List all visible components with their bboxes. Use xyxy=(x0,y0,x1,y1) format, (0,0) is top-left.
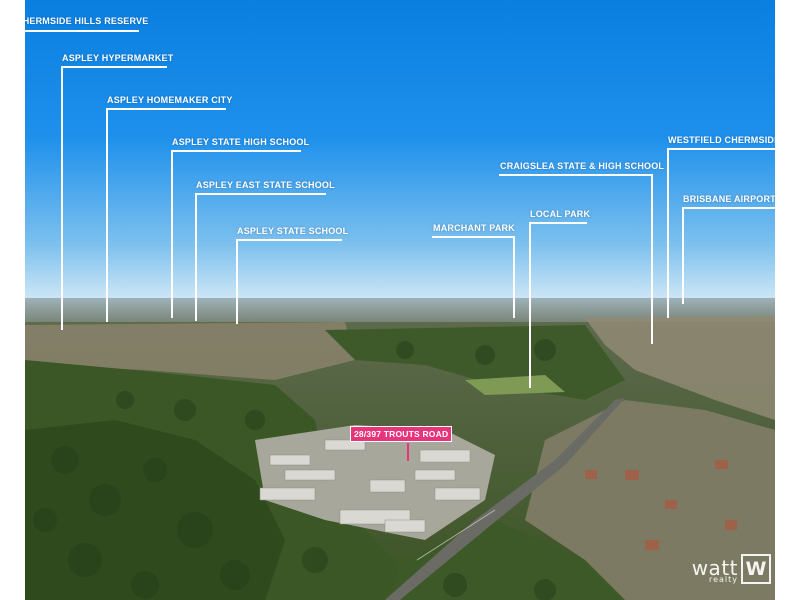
leader-aspley-hypermarket-v xyxy=(61,66,63,330)
label-aspley-state-school: ASPLEY STATE SCHOOL xyxy=(237,226,349,236)
label-marchant-park: MARCHANT PARK xyxy=(433,223,515,233)
leader-brisbane-airport-v xyxy=(682,207,684,304)
label-chermside-hills-reserve: CHERMSIDE HILLS RESERVE xyxy=(25,16,149,26)
leader-aspley-hypermarket-h xyxy=(61,66,167,68)
label-aspley-homemaker-city: ASPLEY HOMEMAKER CITY xyxy=(107,95,233,105)
label-aspley-state-high-school: ASPLEY STATE HIGH SCHOOL xyxy=(172,137,310,147)
label-local-park: LOCAL PARK xyxy=(530,209,591,219)
leader-aspley-east-state-school-v xyxy=(195,193,197,321)
label-brisbane-airport: BRISBANE AIRPORT xyxy=(683,194,775,204)
leader-aspley-homemaker-city-v xyxy=(106,108,108,322)
logo-wordmark: watt xyxy=(691,556,738,580)
leader-local-park-h xyxy=(529,222,587,224)
leader-aspley-state-school-h xyxy=(236,239,342,241)
leader-brisbane-airport-h xyxy=(682,207,775,209)
leader-aspley-state-high-school-h xyxy=(171,150,301,152)
leader-aspley-east-state-school-h xyxy=(195,193,326,195)
aerial-scene xyxy=(25,0,775,600)
label-aspley-east-state-school: ASPLEY EAST STATE SCHOOL xyxy=(196,180,335,190)
leader-craigslea-v xyxy=(651,174,653,344)
leader-marchant-park-v xyxy=(513,236,515,318)
property-pin-stem xyxy=(407,443,409,461)
leader-westfield-chermside-h xyxy=(667,148,775,150)
label-aspley-hypermarket: ASPLEY HYPERMARKET xyxy=(62,53,174,63)
leader-local-park-v xyxy=(529,222,531,388)
leader-marchant-park-h xyxy=(432,236,514,238)
property-pin-label: 28/397 TROUTS ROAD xyxy=(350,426,453,442)
watt-realty-logo: watt realty W xyxy=(692,554,771,584)
leader-aspley-state-high-school-v xyxy=(171,150,173,318)
label-westfield-chermside: WESTFIELD CHERMSIDE xyxy=(668,135,775,145)
leader-westfield-chermside-v xyxy=(667,148,669,318)
leader-aspley-homemaker-city-h xyxy=(106,108,226,110)
logo-subtext: realty xyxy=(708,575,738,584)
leader-aspley-state-school-v xyxy=(236,239,238,324)
label-craigslea-state-high-school: CRAIGSLEA STATE & HIGH SCHOOL xyxy=(500,161,665,171)
leader-craigslea-h xyxy=(499,174,653,176)
aerial-photo: CHERMSIDE HILLS RESERVE ASPLEY HYPERMARK… xyxy=(25,0,775,600)
leader-chermside-hills-reserve xyxy=(25,30,139,32)
logo-mark: W xyxy=(741,554,771,584)
